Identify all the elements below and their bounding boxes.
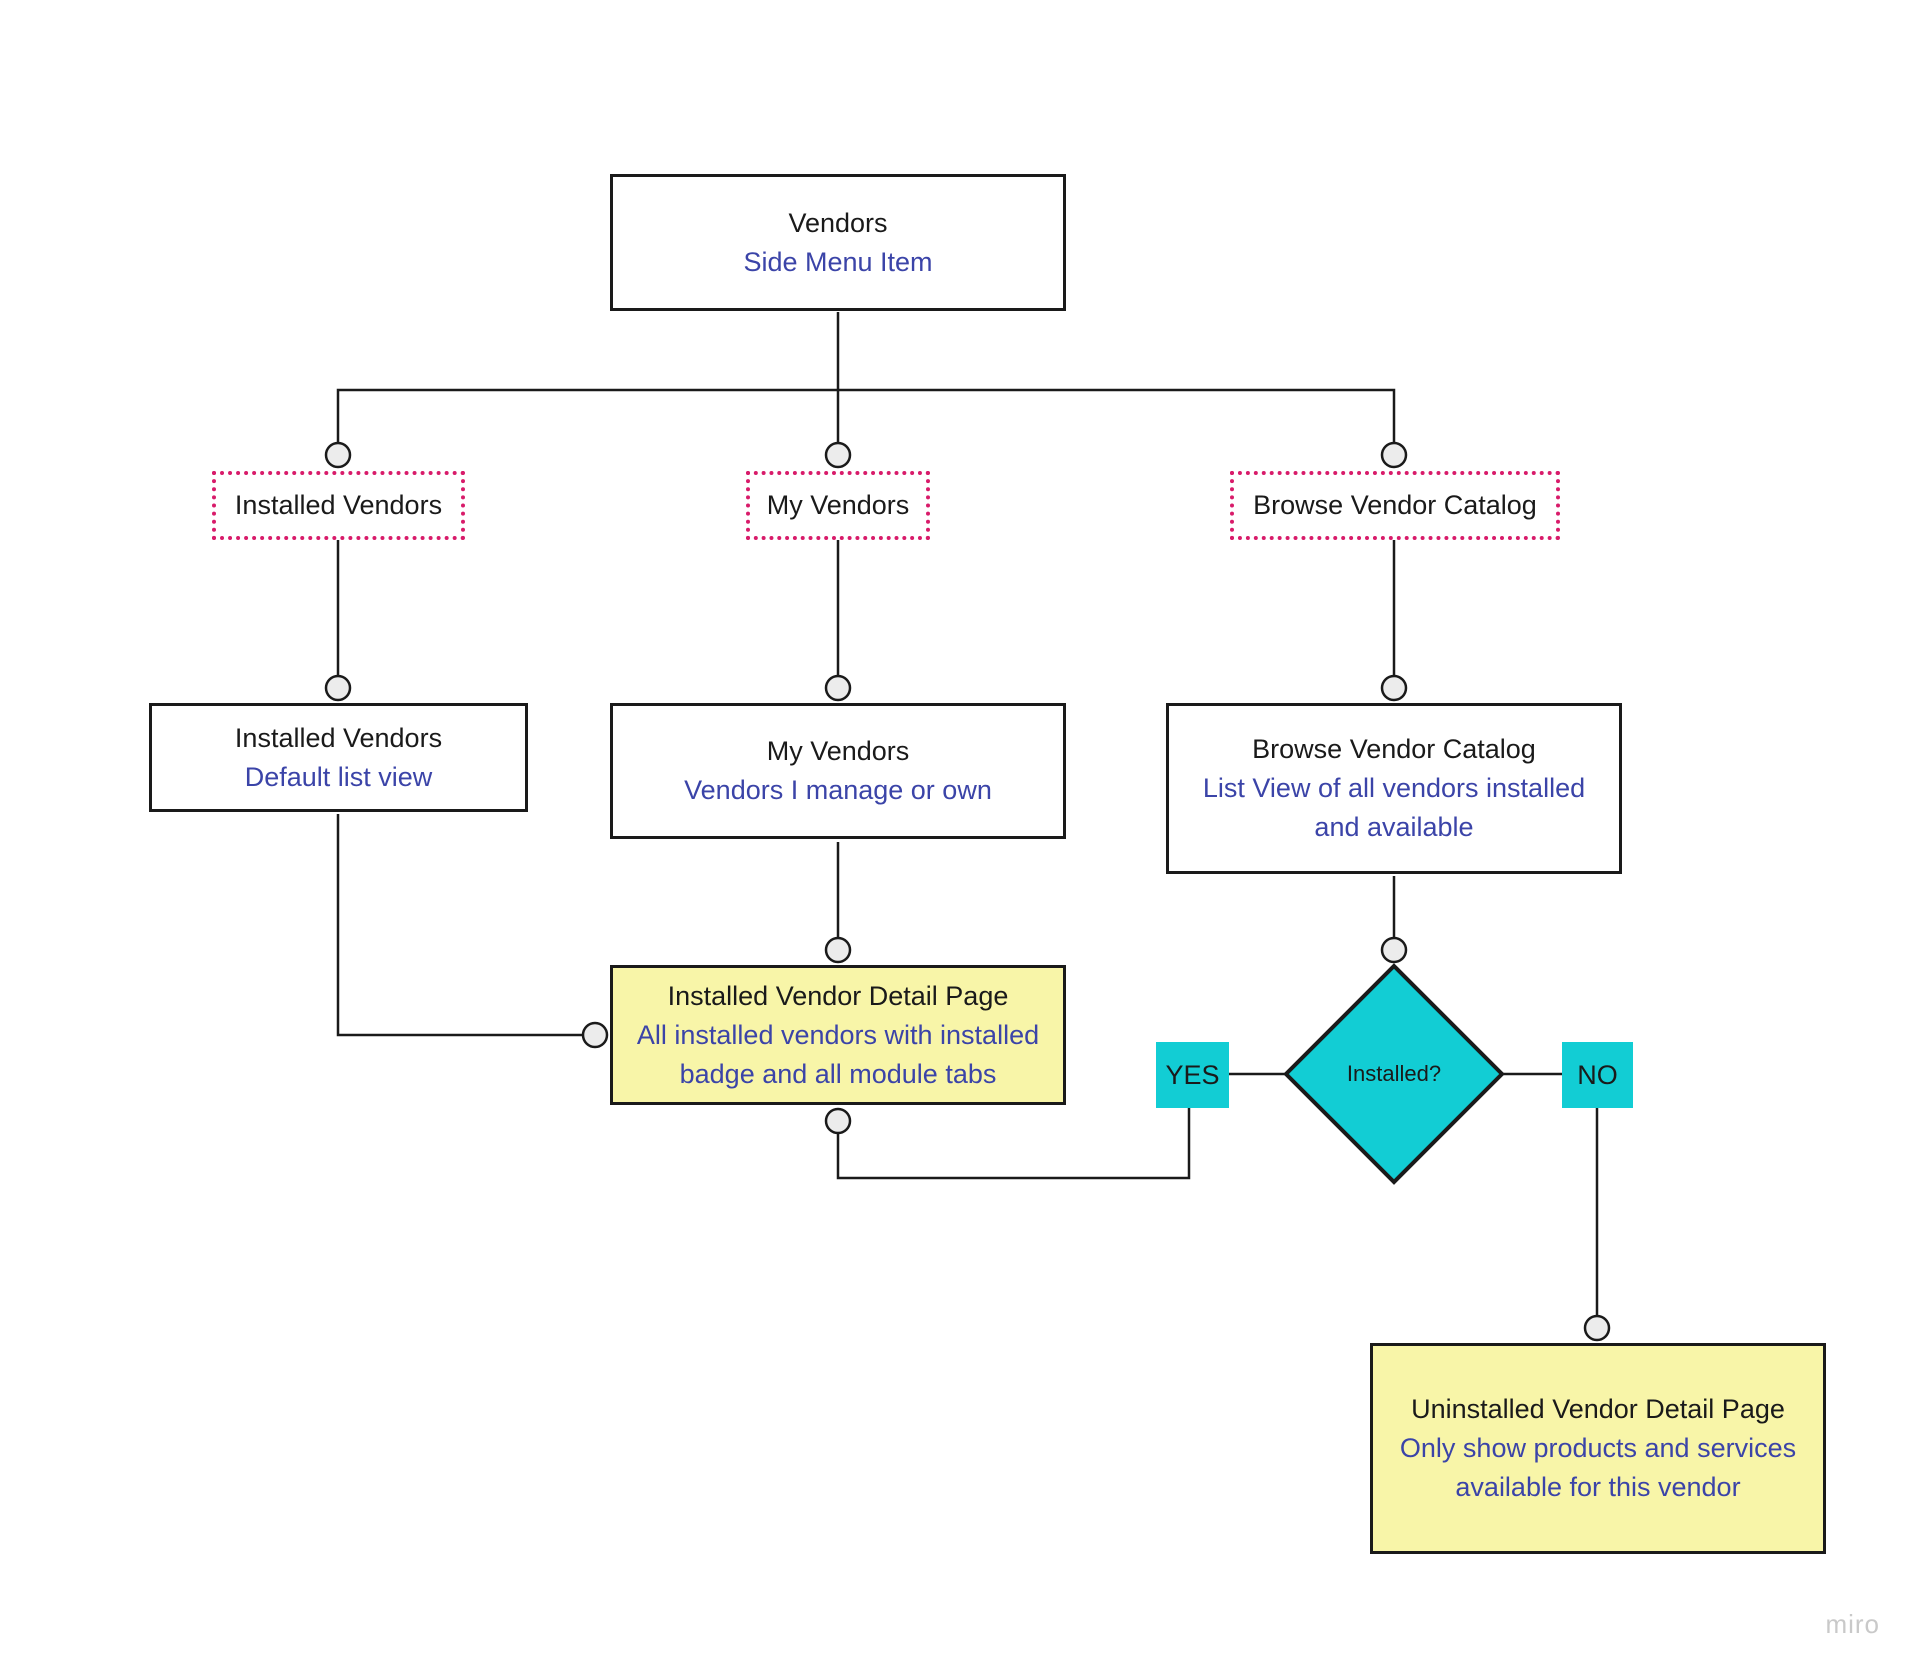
- detail-subtitle: Only show products and services availabl…: [1399, 1433, 1797, 1502]
- tab-label: Browse Vendor Catalog: [1253, 490, 1537, 520]
- connector-end-circle: [824, 936, 852, 964]
- view-subtitle: Default list view: [244, 761, 433, 792]
- tab-label: My Vendors: [766, 490, 910, 520]
- connector-yes-detail: [836, 1108, 1191, 1180]
- tab-label: Installed Vendors: [234, 490, 443, 520]
- root-node-subtitle: Side Menu Item: [743, 246, 933, 277]
- view-title: My Vendors: [766, 736, 910, 766]
- decision-yes-tag: YES: [1156, 1042, 1229, 1108]
- connector-end-circle: [1380, 936, 1408, 964]
- decision-diamond: [1283, 963, 1505, 1185]
- view-browse-vendor-catalog: Browse Vendor Catalog List View of all v…: [1166, 703, 1622, 874]
- miro-watermark: miro: [1825, 1609, 1880, 1639]
- view-title: Installed Vendors: [234, 722, 443, 753]
- connector-end-circle: [824, 1107, 852, 1135]
- tab-browse-vendor-catalog: Browse Vendor Catalog: [1230, 471, 1560, 540]
- decision-label: Installed?: [1346, 1061, 1442, 1086]
- view-installed-vendors: Installed Vendors Default list view: [149, 703, 528, 812]
- uninstalled-vendor-detail-page: Uninstalled Vendor Detail Page Only show…: [1370, 1343, 1826, 1554]
- detail-subtitle: All installed vendors with installed bad…: [636, 1019, 1040, 1089]
- view-subtitle: Vendors I manage or own: [684, 775, 992, 805]
- detail-title: Installed Vendor Detail Page: [667, 980, 1009, 1011]
- root-node-vendors: Vendors Side Menu Item: [610, 174, 1066, 311]
- tab-installed-vendors: Installed Vendors: [212, 471, 465, 540]
- tab-my-vendors: My Vendors: [746, 471, 930, 540]
- view-title: Browse Vendor Catalog: [1252, 734, 1536, 764]
- connector-end-circle: [824, 674, 852, 702]
- connector-end-circle: [1583, 1314, 1611, 1342]
- connector-end-circle: [824, 441, 852, 469]
- view-my-vendors: My Vendors Vendors I manage or own: [610, 703, 1066, 839]
- connector-end-circle: [1380, 674, 1408, 702]
- connector-view1-detail: [336, 814, 583, 1037]
- connector-bus: [336, 388, 1396, 455]
- installed-vendor-detail-page: Installed Vendor Detail Page All install…: [610, 965, 1066, 1105]
- connector-end-circle: [1380, 441, 1408, 469]
- connector-end-circle: [324, 674, 352, 702]
- root-node-title: Vendors: [788, 207, 888, 238]
- view-subtitle: List View of all vendors installed and a…: [1202, 773, 1586, 842]
- connector-end-circle: [324, 441, 352, 469]
- connector-end-circle: [581, 1021, 609, 1049]
- decision-no-tag: NO: [1562, 1042, 1633, 1108]
- detail-title: Uninstalled Vendor Detail Page: [1411, 1394, 1785, 1424]
